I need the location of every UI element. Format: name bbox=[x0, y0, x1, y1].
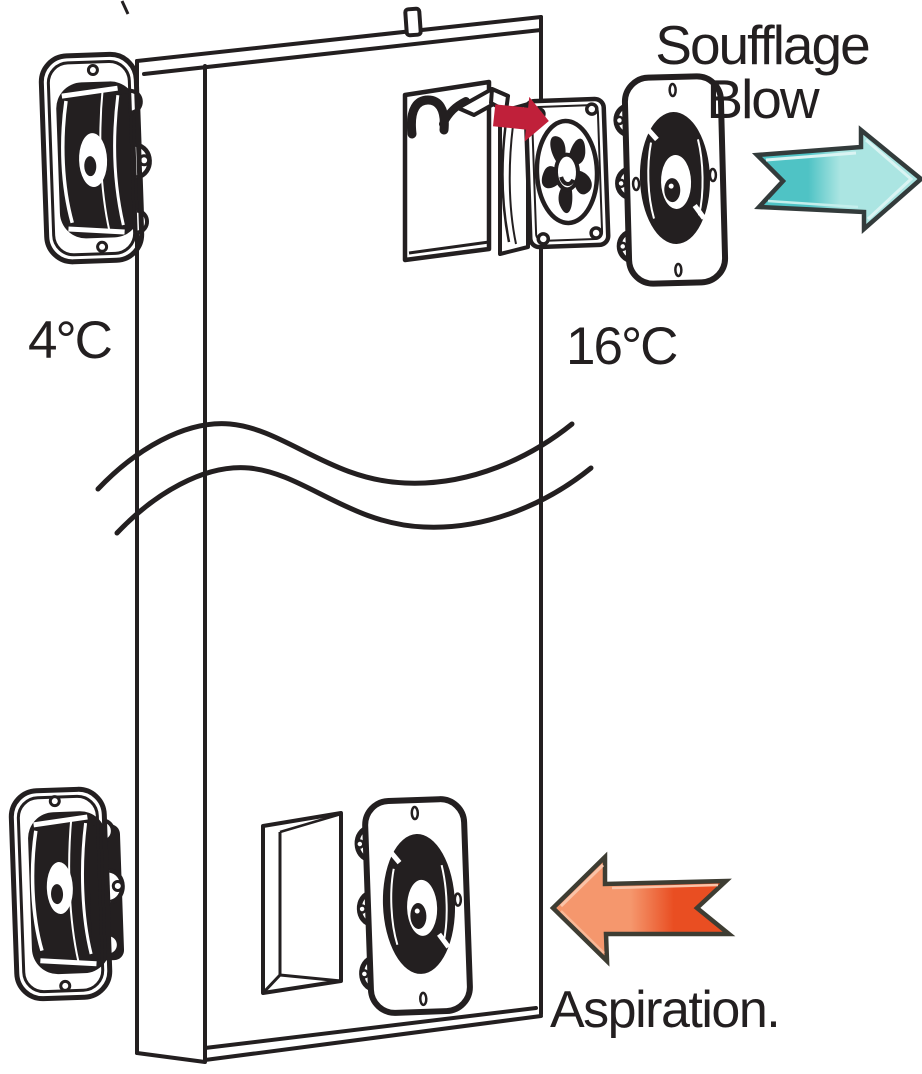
aspiration-arrow-highlight bbox=[560, 910, 605, 954]
fan-screw-hole bbox=[48, 795, 61, 808]
label-soufflage-blow: Soufflage Blow bbox=[628, 14, 896, 130]
fan-hub-detail bbox=[51, 884, 64, 905]
label-soufflage: Soufflage bbox=[655, 14, 870, 76]
cover-slot bbox=[631, 176, 641, 192]
cover-hub-detail bbox=[664, 178, 681, 203]
aspiration-arrow-highlight bbox=[611, 883, 719, 890]
cover-streak bbox=[647, 142, 655, 219]
fan-side-streak bbox=[501, 121, 511, 243]
panel-top-outer-edge bbox=[135, 15, 543, 63]
fan-tab bbox=[108, 932, 121, 958]
fan-screw-hole bbox=[536, 232, 551, 246]
airflow-arrow bbox=[492, 96, 549, 142]
cover-hub-dot bbox=[414, 908, 420, 914]
fan-slot bbox=[68, 226, 125, 235]
top-cutout-depth-line bbox=[408, 240, 490, 255]
fan-streak bbox=[30, 830, 44, 952]
cover-slot bbox=[410, 805, 420, 821]
cover-slot bbox=[453, 892, 463, 907]
stray-mark bbox=[120, 0, 130, 15]
panel-bottom-outer-edge bbox=[203, 1014, 543, 1062]
fan-screw-hole bbox=[96, 240, 109, 253]
panel-top-tab bbox=[403, 6, 423, 38]
fan-streak bbox=[81, 822, 93, 955]
blow-arrow-highlight bbox=[765, 151, 857, 162]
label-temp-exhaust: 16°C bbox=[566, 317, 678, 376]
cover-slot bbox=[419, 991, 428, 1007]
fan-slot bbox=[40, 958, 97, 967]
fan-screw-hole bbox=[585, 102, 599, 116]
cover-hub-dot bbox=[668, 183, 674, 189]
fan-frame bbox=[38, 51, 145, 265]
cover-slot bbox=[674, 262, 683, 278]
fan-blades bbox=[541, 136, 592, 213]
label-temp-intake: 4°C bbox=[28, 311, 113, 370]
cover-slot bbox=[708, 167, 718, 183]
hook-bracket bbox=[406, 95, 449, 139]
label-blow: Blow bbox=[706, 68, 819, 130]
fan-screw-hole bbox=[59, 979, 72, 992]
fan-hub-detail bbox=[84, 156, 97, 177]
top-cutout bbox=[402, 79, 510, 263]
blow-arrow bbox=[751, 125, 922, 234]
panel-bottom-left-edge bbox=[135, 1051, 207, 1064]
break-line-upper bbox=[95, 421, 575, 492]
cover-streak bbox=[390, 868, 399, 946]
fan-screw-hole bbox=[86, 64, 99, 77]
blow-arrow-highlight bbox=[767, 199, 859, 209]
panel-top-inner-edge bbox=[142, 28, 543, 76]
top-grille-cover bbox=[613, 73, 729, 287]
fan-streak bbox=[61, 100, 74, 224]
hook-neck bbox=[439, 97, 470, 128]
cover-slot bbox=[668, 82, 677, 98]
fan-hub-detail bbox=[561, 177, 573, 185]
panel-bottom-front-edge bbox=[203, 1006, 538, 1050]
blow-arrow-highlight bbox=[865, 138, 914, 221]
fan-tab-hole bbox=[111, 879, 124, 892]
cover-highlight bbox=[643, 125, 659, 142]
cover-highlight bbox=[386, 847, 402, 865]
bottom-left-fan-assembly bbox=[8, 786, 125, 1002]
bottom-cutout bbox=[261, 811, 343, 995]
fan-slot bbox=[61, 85, 118, 99]
label-aspiration: Aspiration. bbox=[550, 981, 781, 1039]
fan-slot bbox=[33, 814, 88, 828]
fan-side-face bbox=[498, 102, 530, 256]
cover-streak bbox=[696, 139, 704, 216]
bottom-grille-cover bbox=[354, 796, 473, 1016]
cover-streak bbox=[440, 864, 448, 944]
break-line-lower bbox=[114, 465, 594, 536]
fan-frame-inner bbox=[46, 59, 137, 257]
fan-side-streak bbox=[508, 117, 517, 245]
fan-screw-hole bbox=[589, 226, 603, 240]
aspiration-arrow-highlight bbox=[559, 863, 605, 908]
fan-frame-inner bbox=[530, 104, 604, 242]
top-fan bbox=[498, 96, 611, 256]
break-lines bbox=[95, 421, 594, 536]
fan-streak bbox=[113, 94, 125, 226]
fan-frame bbox=[8, 786, 113, 1002]
top-left-fan-assembly bbox=[38, 51, 152, 265]
cover-hub-detail bbox=[410, 902, 427, 929]
aspiration-arrow bbox=[549, 851, 736, 967]
